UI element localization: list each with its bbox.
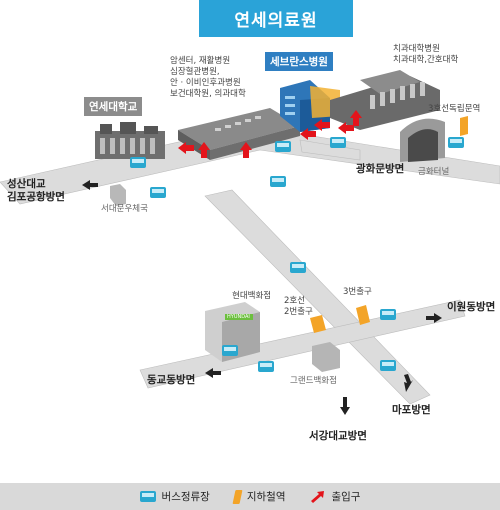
entrance-arrow [350, 110, 362, 126]
post-office-marker [110, 184, 126, 206]
legend-entrance: 출입구 [309, 489, 360, 504]
bus-stop [270, 176, 286, 187]
entrance-arrow [338, 122, 354, 134]
entrance-arrows [178, 110, 362, 158]
bus-stops [130, 137, 464, 372]
entrance-arrow [240, 142, 252, 158]
bus-stop [290, 262, 306, 273]
entrance-arrow-icon [311, 490, 325, 503]
arrow-southwest [205, 368, 221, 378]
direction-line: 성산대교 [7, 178, 46, 190]
legend-subway-label: 지하철역 [246, 491, 286, 503]
hospital-line: 치과대학,간호대학 [393, 55, 459, 65]
campus-map [0, 70, 500, 415]
bus-stop [150, 187, 166, 198]
hospitals-left-list: 암센터, 재활병원 심장혈관병원, 안 · 이비인후과병원 보건대학원, 의과대… [170, 56, 246, 100]
cross-road [139, 299, 466, 389]
entrance-arrow [198, 142, 210, 158]
entrance-arrow [314, 119, 330, 131]
entrance-arrow [178, 142, 194, 154]
direction-arrows [82, 180, 442, 415]
bus-stop [258, 361, 274, 372]
exit2-label: 2호선 2번출구 [284, 296, 313, 318]
bus-stop [380, 309, 396, 320]
arrow-south [340, 397, 350, 415]
direction-idong: 이원동방면 [447, 301, 496, 313]
hospital-line: 심장혈관병원, [170, 67, 220, 77]
subway-exit [460, 116, 468, 136]
subway-icon [232, 489, 243, 504]
hospital-line: 암센터, 재활병원 [170, 56, 231, 66]
entrance-arrow [300, 128, 316, 140]
grand-label: 그랜드백화점 [290, 376, 337, 386]
post-office-label: 서대문우체국 [101, 204, 148, 214]
yonsei-building [95, 122, 165, 159]
arrow-west [82, 180, 98, 190]
legend: 버스정류장 지하철역 출입구 [0, 483, 500, 510]
geumhwa-tunnel [400, 118, 445, 162]
subway-exit [356, 305, 370, 325]
exit2-line: 2호선 [284, 296, 306, 306]
arrow-southeast [404, 374, 413, 392]
direction-seogang: 서강대교방면 [309, 430, 367, 442]
direction-gwanghwamun: 광화문방면 [356, 163, 405, 175]
hospital-line: 보건대학원, 의과대학 [170, 89, 246, 99]
yonsei-label: 연세대학교 [84, 97, 143, 116]
bus-stop [130, 157, 146, 168]
page-title: 연세의료원 [199, 0, 353, 37]
bus-stop [330, 137, 346, 148]
severance-label: 세브란스병원 [265, 52, 333, 71]
exit3-label: 3번출구 [343, 287, 372, 297]
bus-stop [222, 345, 238, 356]
legend-bus: 버스정류장 [139, 489, 210, 504]
hyundai-sign: HYUNDAI [227, 314, 250, 320]
bus-stop [275, 141, 291, 152]
subway-exits [310, 116, 468, 333]
road-network [0, 125, 500, 405]
tunnel-label: 금화터널 [418, 167, 450, 177]
bus-stop [448, 137, 464, 148]
direction-donggyo: 동교동방면 [147, 374, 196, 386]
grand-department-store [312, 342, 340, 372]
hospitals-right-list: 치과대학병원 치과대학,간호대학 [393, 44, 458, 66]
subway-exit [310, 315, 326, 333]
hyundai-label: 현대백화점 [232, 291, 272, 301]
bus-stop [380, 360, 396, 371]
legend-bus-label: 버스정류장 [161, 491, 210, 503]
direction-seongsan: 성산대교 김포공항방면 [7, 178, 65, 204]
dongnimmun-station-label: 3호선독립문역 [428, 104, 481, 114]
legend-subway: 지하철역 [232, 489, 286, 504]
direction-mapo: 마포방면 [392, 404, 431, 416]
bus-icon [139, 491, 156, 502]
hospital-line: 안 · 이비인후과병원 [170, 78, 241, 88]
legend-entrance-label: 출입구 [331, 491, 361, 503]
direction-line: 김포공항방면 [7, 191, 65, 203]
hospital-line: 치과대학병원 [393, 44, 440, 54]
exit2-line: 2번출구 [284, 307, 313, 317]
arrow-east [426, 313, 442, 323]
